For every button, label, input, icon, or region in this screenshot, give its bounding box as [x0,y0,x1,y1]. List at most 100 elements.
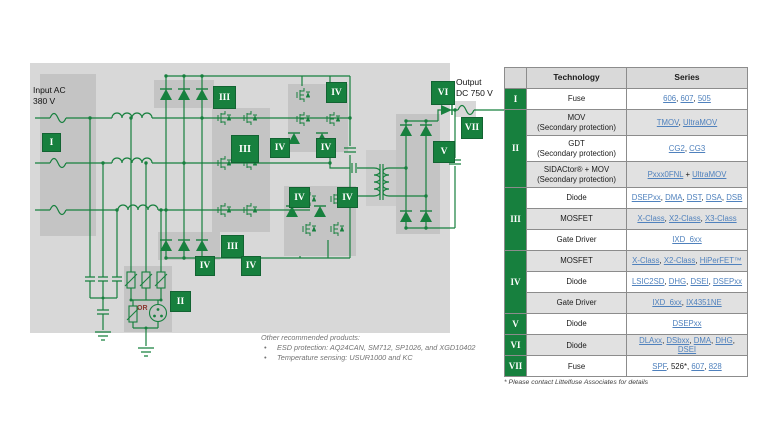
series-cell: CG2, CG3 [626,135,748,162]
technology-cell: Diode [526,271,627,293]
series-link[interactable]: DSB [726,193,743,203]
badge-IV-g: IV [241,256,261,276]
series-link[interactable]: DSEPxx [672,319,702,329]
series-link[interactable]: DSbxx [666,336,690,345]
circuit-diagram [30,63,505,357]
series-link[interactable]: LSIC2SD [631,277,665,287]
series-text: , [700,214,705,224]
series-link[interactable]: 828 [708,361,722,371]
badge-IV-e: IV [337,187,358,208]
series-link[interactable]: IXD_6xx [672,235,702,245]
series-link[interactable]: CG2 [668,143,685,153]
series-link[interactable]: X-Class [632,256,660,266]
series-link[interactable]: DLAxx [639,336,663,345]
bullet-icon: • [264,353,267,363]
technology-cell: GDT(Secondary protection) [526,135,627,162]
diagram-panel [30,63,476,333]
series-text: , [681,298,687,308]
series-link[interactable]: DSEPxx [631,193,661,203]
group-numeral: IV [504,250,527,314]
series-link[interactable]: DSEPxx [713,277,743,287]
series-link[interactable]: SPF [652,361,667,371]
series-link[interactable]: Pxxx0FNL [647,169,684,179]
series-link[interactable]: DHG [668,277,687,287]
series-text: , [682,193,687,203]
series-link[interactable]: 505 [697,94,711,104]
series-text: , [721,193,727,203]
badge-VII: VII [461,117,483,139]
series-cell: X-Class, X2-Class, HiPerFET™ [626,250,748,272]
series-cell: DLAxx, DSbxx, DMA, DHG, DSEI [626,333,748,357]
badge-IV-f: IV [195,256,215,276]
group-numeral: I [504,88,527,110]
series-text: , [659,256,664,266]
series-link[interactable]: DSEI [677,345,697,355]
table-row: SIDACtor® + MOV(Secondary protection)Pxx… [505,161,748,188]
technology-cell: Gate Driver [526,292,627,314]
badge-III-c: III [221,235,244,258]
series-text: , [684,143,690,153]
series-link[interactable]: DMA [693,336,712,345]
series-link[interactable]: UltraMOV [682,117,718,127]
notes-title: Other recommended products: [261,333,360,342]
badge-VI: VI [431,81,455,105]
technology-cell: Diode [526,333,627,357]
badge-V: V [433,141,455,163]
series-link[interactable]: 606 [663,94,677,104]
badge-II: II [170,291,191,312]
series-text: , [660,193,666,203]
series-link[interactable]: X-Class [637,214,665,224]
table-footnote: * Please contact Littelfuse Associates f… [504,379,649,387]
technology-cell: MOSFET [526,250,627,272]
series-link[interactable]: UltraMOV [692,169,727,179]
technology-cell: Fuse [526,88,627,110]
series-link[interactable]: DMA [665,193,683,203]
series-link[interactable]: IX4351NE [686,298,722,308]
series-link[interactable]: IXD_6xx [652,298,682,308]
note-item: • Temperature sensing: USUR1000 and KC [261,353,496,363]
technology-cell: Diode [526,313,627,335]
series-link[interactable]: X2-Class [663,256,696,266]
recommended-products-notes: Other recommended products: • ESD protec… [261,333,496,364]
technology-cell: MOSFET [526,208,627,230]
series-link[interactable]: X2-Class [669,214,701,224]
series-text: , [701,193,706,203]
badge-IV-d: IV [289,187,310,208]
series-link[interactable]: 607 [691,361,705,371]
series-text: , [732,336,735,345]
series-link[interactable]: DST [686,193,702,203]
group-numeral: VII [504,355,527,378]
series-cell: TMOV, UltraMOV [626,109,748,136]
series-link[interactable]: DSEI [690,277,709,287]
badge-I: I [42,133,61,152]
table-row: GDT(Secondary protection)CG2, CG3 [505,135,748,162]
table-header-row: Technology Series [504,67,748,89]
series-text: , [711,336,716,345]
series-text: , [686,361,692,371]
series-text: , [686,277,691,287]
bullet-icon: • [264,343,267,353]
series-text: 526* [670,361,687,371]
series-link[interactable]: TMOV [656,117,679,127]
series-link[interactable]: HiPerFET™ [699,256,742,266]
series-link[interactable]: DHG [715,336,733,345]
technology-header: Technology [526,67,627,89]
series-text: , [678,117,683,127]
badge-IV-c: IV [316,138,336,158]
table-row: Gate Driver IXD_6xx, IX4351NE [505,292,748,314]
input-label: Input AC 380 V [33,85,66,107]
series-link[interactable]: X3-Class [704,214,737,224]
series-link[interactable]: 607 [680,94,694,104]
series-cell: Pxxx0FNL + UltraMOV [626,161,748,188]
series-link[interactable]: CG3 [689,143,706,153]
series-link[interactable]: DSA [705,193,722,203]
group-numeral: III [504,187,527,251]
badge-III-a: III [213,86,236,109]
